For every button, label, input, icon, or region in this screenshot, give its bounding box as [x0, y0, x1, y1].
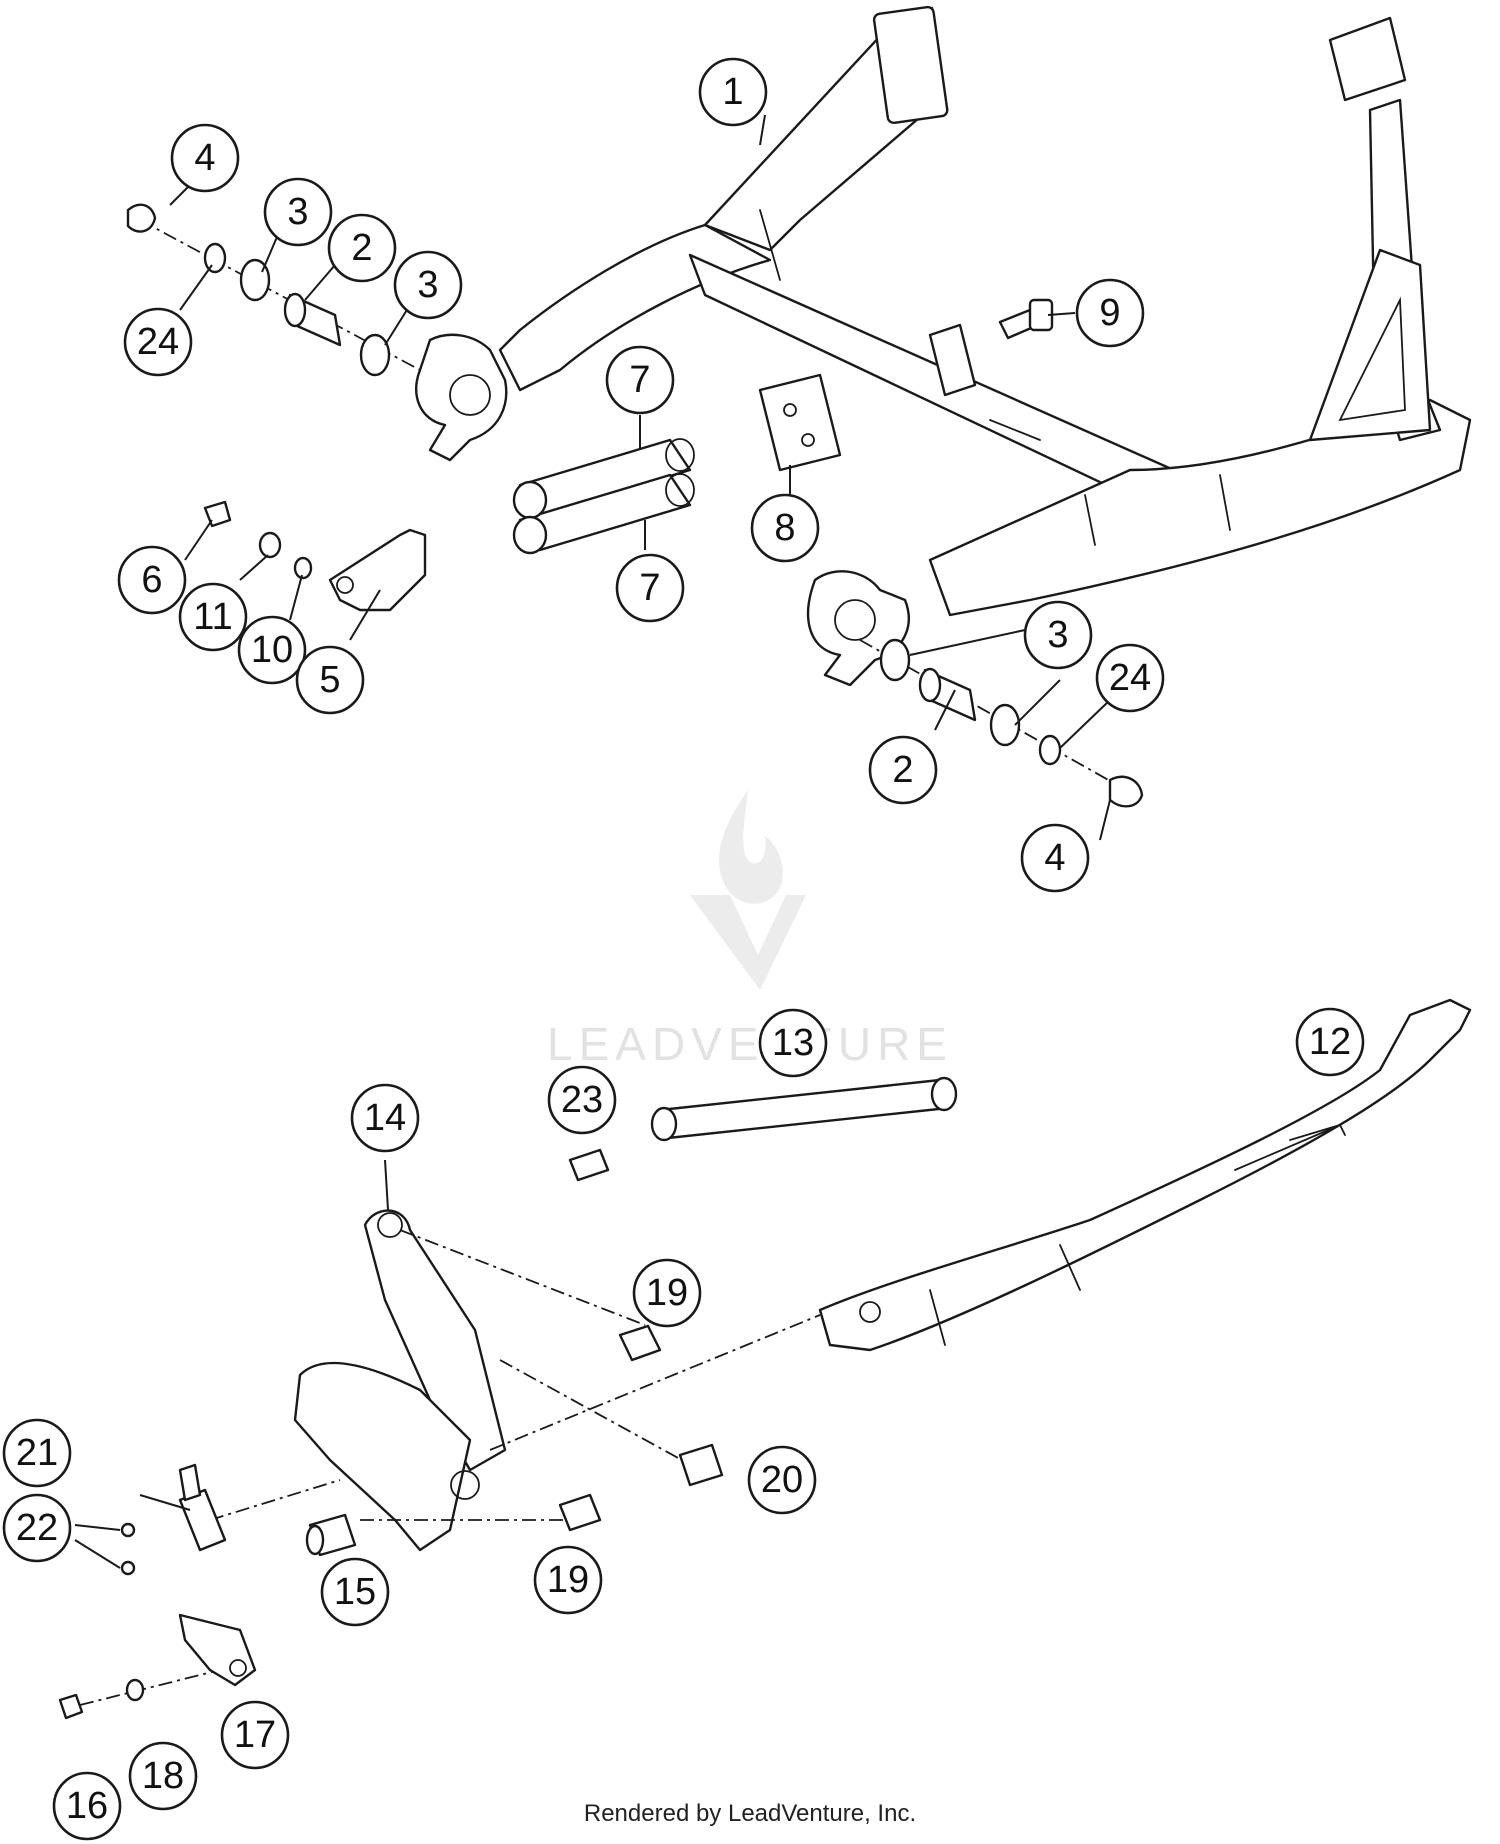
part-21-switch — [120, 1463, 227, 1576]
svg-text:13: 13 — [772, 1022, 814, 1064]
part-14-bracket — [293, 1209, 507, 1552]
part-18-washer — [125, 1678, 145, 1702]
svg-text:22: 22 — [16, 1507, 58, 1549]
part-5-bracket — [203, 500, 427, 612]
svg-text:1: 1 — [722, 71, 743, 113]
part-8-bracket — [758, 373, 842, 472]
svg-text:2: 2 — [351, 227, 372, 269]
part-9-bolt — [998, 298, 1054, 340]
callout-24-lower: 24 — [1095, 643, 1165, 713]
svg-text:4: 4 — [1044, 837, 1065, 879]
svg-text:11: 11 — [193, 596, 232, 638]
svg-text:15: 15 — [334, 1571, 376, 1613]
callout-22: 22 — [2, 1493, 72, 1563]
callout-4-upper: 4 — [170, 123, 240, 193]
callout-6: 6 — [117, 545, 187, 615]
callout-15: 15 — [320, 1557, 390, 1627]
callout-19-lower: 19 — [533, 1545, 603, 1615]
svg-text:18: 18 — [142, 1755, 184, 1797]
callout-3-upper-a: 3 — [263, 177, 333, 247]
svg-text:4: 4 — [194, 137, 215, 179]
svg-text:2: 2 — [892, 749, 913, 791]
part-23-cap — [568, 1148, 610, 1182]
svg-text:21: 21 — [16, 1432, 58, 1474]
svg-text:5: 5 — [319, 659, 340, 701]
svg-text:3: 3 — [1047, 614, 1068, 656]
svg-text:19: 19 — [646, 1272, 688, 1314]
callout-9: 9 — [1075, 278, 1145, 348]
callout-4-lower: 4 — [1020, 823, 1090, 893]
part-13-spring — [650, 1076, 958, 1142]
callout-17: 17 — [220, 1700, 290, 1770]
svg-text:7: 7 — [629, 359, 650, 401]
callout-2-lower: 2 — [868, 735, 938, 805]
leader-lines — [74, 114, 1111, 1569]
svg-text:19: 19 — [547, 1559, 589, 1601]
callout-23: 23 — [547, 1065, 617, 1135]
svg-text:17: 17 — [234, 1714, 276, 1756]
right-pivot-fasteners — [859, 638, 1144, 808]
callout-13: 13 — [758, 1008, 828, 1078]
callout-8: 8 — [750, 493, 820, 563]
watermark-flame-icon — [718, 790, 783, 904]
callout-21: 21 — [2, 1418, 72, 1488]
svg-text:23: 23 — [561, 1079, 603, 1121]
svg-text:24: 24 — [1109, 657, 1151, 699]
part-20-bushing — [678, 1443, 724, 1487]
callout-11: 11 — [178, 582, 248, 652]
callout-14: 14 — [350, 1083, 420, 1153]
callout-10: 10 — [237, 615, 307, 685]
svg-text:3: 3 — [287, 191, 308, 233]
svg-text:7: 7 — [639, 567, 660, 609]
part-19-bolt-upper — [618, 1324, 662, 1362]
part-17-bracket — [178, 1613, 257, 1687]
callout-3-lower: 3 — [1023, 600, 1093, 670]
footer-credit: Rendered by LeadVenture, Inc. — [583, 1800, 917, 1827]
callout-24-upper: 24 — [123, 307, 193, 377]
svg-text:9: 9 — [1099, 292, 1120, 334]
part-7-rollers — [512, 438, 695, 555]
callout-7-upper: 7 — [605, 345, 675, 415]
svg-text:10: 10 — [251, 629, 293, 671]
callout-2-upper: 2 — [327, 213, 397, 283]
watermark-brand: LEADVENTURE — [547, 1018, 953, 1070]
svg-text:24: 24 — [137, 321, 179, 363]
callout-12: 12 — [1295, 1007, 1365, 1077]
part-16-nut — [58, 1693, 84, 1720]
part-15-plug — [305, 1513, 357, 1557]
svg-text:12: 12 — [1309, 1021, 1351, 1063]
svg-text:6: 6 — [141, 559, 162, 601]
part-19-bolt-lower — [558, 1493, 602, 1532]
callout-7-lower: 7 — [615, 553, 685, 623]
callout-20: 20 — [747, 1445, 817, 1515]
callout-19-upper: 19 — [632, 1258, 702, 1328]
callout-16: 16 — [52, 1771, 122, 1841]
svg-text:3: 3 — [417, 264, 438, 306]
left-pivot-fasteners — [126, 203, 421, 377]
watermark-v-icon — [690, 895, 806, 990]
leadventure-watermark: LEADVENTURE — [547, 790, 953, 1070]
callout-5: 5 — [295, 645, 365, 715]
side-stand-leg — [818, 998, 1472, 1352]
svg-text:8: 8 — [774, 507, 795, 549]
main-stand-frame — [415, 5, 1472, 687]
callout-18: 18 — [128, 1741, 198, 1811]
svg-text:20: 20 — [761, 1459, 803, 1501]
callout-1: 1 — [698, 57, 768, 127]
svg-text:14: 14 — [364, 1097, 406, 1139]
callout-3-upper-b: 3 — [393, 250, 463, 320]
svg-text:16: 16 — [66, 1785, 108, 1827]
